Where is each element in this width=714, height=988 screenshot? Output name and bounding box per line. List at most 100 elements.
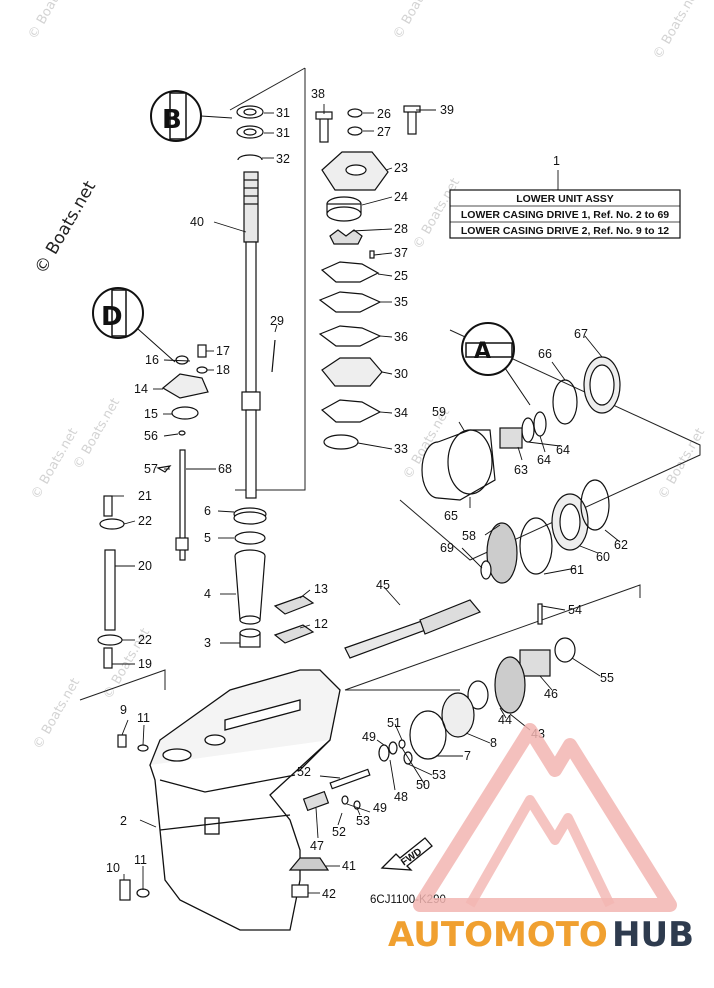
- info-box-title: LOWER UNIT ASSY: [516, 193, 614, 205]
- callout-34: 34: [394, 406, 408, 420]
- callout-63: 63: [514, 463, 528, 477]
- logo-triangle-mark: [413, 723, 677, 912]
- callout-1: 1: [553, 154, 560, 168]
- callout-4: 4: [204, 587, 211, 601]
- copyright-watermark: © Boats.net: [31, 177, 100, 277]
- badge-letter: D: [101, 302, 123, 332]
- watermark-text: © Boats.net: [650, 0, 703, 62]
- callout-6: 6: [204, 504, 211, 518]
- callout-18: 18: [216, 363, 230, 377]
- callout-44: 44: [498, 713, 512, 727]
- callout-28: 28: [394, 222, 408, 236]
- callout-10: 10: [106, 861, 120, 875]
- callout-33: 33: [394, 442, 408, 456]
- badge-letter: B: [162, 105, 182, 135]
- callout-54: 54: [568, 603, 582, 617]
- forward-arrow: FWD: [380, 837, 433, 871]
- callout-64: 64: [537, 453, 551, 467]
- callout-26: 26: [377, 107, 391, 121]
- leader-lines: [112, 104, 621, 894]
- callout-53: 53: [356, 814, 370, 828]
- tool-badge-d: D: [92, 287, 176, 363]
- callout-5: 5: [204, 531, 211, 545]
- group-boundaries: [79, 67, 701, 701]
- callout-61: 61: [570, 563, 584, 577]
- callout-29: 29: [270, 314, 284, 328]
- callout-8: 8: [490, 736, 497, 750]
- callout-9: 9: [120, 703, 127, 717]
- callout-31: 31: [276, 126, 290, 140]
- callout-31: 31: [276, 106, 290, 120]
- callout-53: 53: [432, 768, 446, 782]
- logo-word-automoto: AUTOMOTO: [388, 915, 608, 955]
- callout-65: 65: [444, 509, 458, 523]
- callout-11: 11: [134, 853, 147, 867]
- callout-22: 22: [138, 633, 152, 647]
- callout-14: 14: [134, 382, 148, 396]
- callout-62: 62: [614, 538, 628, 552]
- callout-47: 47: [310, 839, 324, 853]
- callout-49: 49: [373, 801, 387, 815]
- callout-37: 37: [394, 246, 408, 260]
- watermark-text: © Boats.net: [25, 0, 78, 42]
- tool-badge-b: B: [150, 90, 233, 142]
- callout-39: 39: [440, 103, 454, 117]
- watermark-text: © Boats.net: [655, 426, 708, 502]
- callout-11: 11: [137, 711, 150, 725]
- callout-12: 12: [314, 617, 328, 631]
- callout-3: 3: [204, 636, 211, 650]
- callout-58: 58: [462, 529, 476, 543]
- info-box-line-1: LOWER CASING DRIVE 1, Ref. No. 2 to 69: [461, 209, 669, 221]
- callout-57: 57: [144, 462, 158, 476]
- drive-shaft-assembly: [233, 105, 315, 648]
- propeller-shaft-group: [117, 599, 576, 901]
- callout-56: 56: [144, 429, 158, 443]
- callout-16: 16: [145, 353, 159, 367]
- callout-69: 69: [440, 541, 454, 555]
- watermark-text: © Boats.net: [390, 0, 443, 42]
- callout-21: 21: [138, 489, 152, 503]
- callout-24: 24: [394, 190, 408, 204]
- callout-13: 13: [314, 582, 328, 596]
- callout-50: 50: [416, 778, 430, 792]
- lower-unit-info-box: LOWER UNIT ASSY LOWER CASING DRIVE 1, Re…: [449, 189, 681, 239]
- callout-25: 25: [394, 269, 408, 283]
- callout-23: 23: [394, 161, 408, 175]
- callout-52: 52: [332, 825, 346, 839]
- callout-64: 64: [556, 443, 570, 457]
- callout-numbers: 38 26 39 27 31 31 32 23 24 40 28 37 25 3…: [106, 87, 628, 901]
- callout-22: 22: [138, 514, 152, 528]
- callout-46: 46: [544, 687, 558, 701]
- badge-letter: A: [474, 339, 491, 364]
- callout-68: 68: [218, 462, 232, 476]
- callout-15: 15: [144, 407, 158, 421]
- callout-17: 17: [216, 344, 230, 358]
- callout-35: 35: [394, 295, 408, 309]
- callout-32: 32: [276, 152, 290, 166]
- callout-38: 38: [311, 87, 325, 101]
- callout-2: 2: [120, 814, 127, 828]
- shift-rod-assembly: [97, 344, 209, 669]
- water-pump-stack: [315, 105, 421, 450]
- automotohub-logo: AUTOMOTO HUB: [388, 723, 694, 955]
- callout-42: 42: [322, 887, 336, 901]
- callout-66: 66: [538, 347, 552, 361]
- callout-49: 49: [362, 730, 376, 744]
- callout-51: 51: [387, 716, 401, 730]
- callout-45: 45: [376, 578, 390, 592]
- callout-67: 67: [574, 327, 588, 341]
- callout-52: 52: [297, 765, 311, 779]
- callout-36: 36: [394, 330, 408, 344]
- watermark-text: © Boats.net: [30, 676, 83, 752]
- callout-48: 48: [394, 790, 408, 804]
- callout-30: 30: [394, 367, 408, 381]
- bearing-case-group: [421, 356, 621, 584]
- info-box-line-2: LOWER CASING DRIVE 2, Ref. No. 9 to 12: [461, 225, 669, 237]
- lower-casing: [149, 669, 341, 931]
- callout-7: 7: [464, 749, 471, 763]
- callout-20: 20: [138, 559, 152, 573]
- callout-60: 60: [596, 550, 610, 564]
- callout-59: 59: [432, 405, 446, 419]
